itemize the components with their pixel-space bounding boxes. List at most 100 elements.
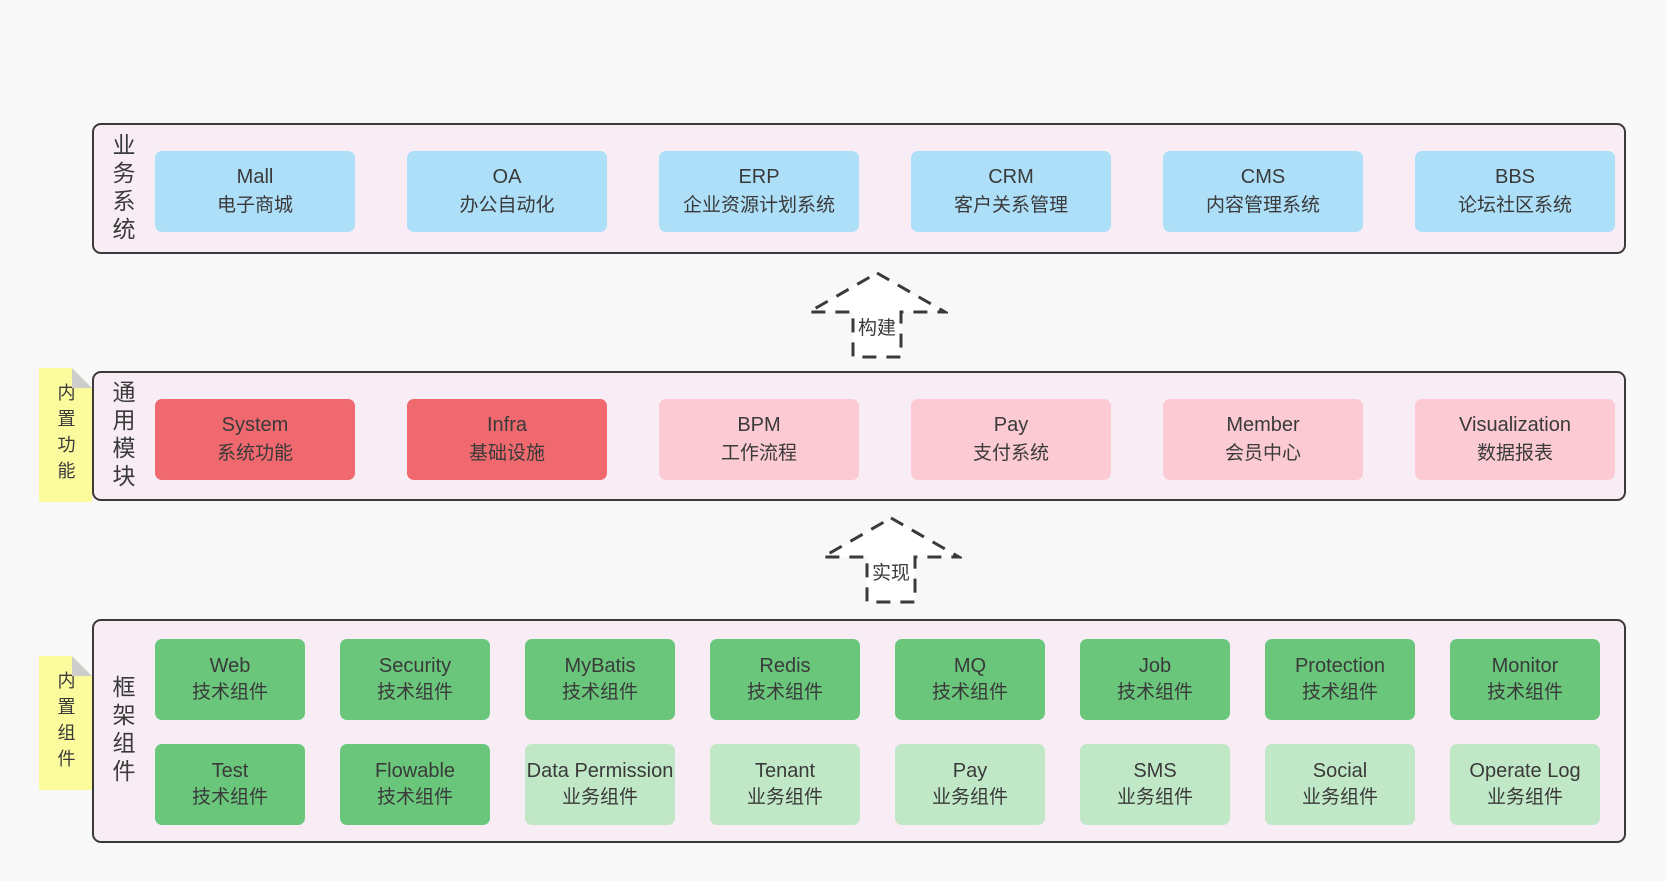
box-sms: SMS 业务组件 [1080,744,1230,825]
box-subtitle: 企业资源计划系统 [682,195,835,217]
box-pay-module: Pay 支付系统 [911,399,1111,480]
box-subtitle: 论坛社区系统 [1457,195,1572,217]
box-title: Job [1138,655,1172,678]
up-block-arrow-icon [820,516,962,604]
layer-common-modules: 通用模块 System 系统功能 Infra 基础设施 BPM 工作流程 Pay… [92,371,1626,501]
box-security: Security 技术组件 [340,639,490,720]
box-title: Infra [486,414,528,437]
box-member: Member 会员中心 [1163,399,1363,480]
box-web: Web 技术组件 [155,639,305,720]
box-subtitle: 技术组件 [1301,682,1378,704]
layer-label-text: 通用模块 [109,380,135,492]
box-subtitle: 系统功能 [216,443,293,465]
arrow-build: 构建 [806,270,948,360]
box-title: Social [1312,760,1368,783]
box-subtitle: 业务组件 [931,787,1008,809]
box-protection: Protection 技术组件 [1265,639,1415,720]
layer-label-business-systems: 业务系统 [102,125,142,252]
box-title: ERP [738,166,780,189]
box-system: System 系统功能 [155,399,355,480]
box-title: MQ [953,655,987,678]
box-subtitle: 技术组件 [376,682,453,704]
sticky-note-builtin-components: 内置组件 [39,656,92,790]
box-title: CRM [988,166,1034,189]
business-systems-row: Mall 电子商城 OA 办公自动化 ERP 企业资源计划系统 CRM 客户关系… [155,151,1615,232]
box-operate-log: Operate Log 业务组件 [1450,744,1600,825]
box-subtitle: 技术组件 [561,682,638,704]
layer-label-text: 框架组件 [109,675,135,787]
box-erp: ERP 企业资源计划系统 [659,151,859,232]
box-mall: Mall 电子商城 [155,151,355,232]
box-title: Monitor [1491,655,1559,678]
box-visualization: Visualization 数据报表 [1415,399,1615,480]
framework-components-row-2: Test 技术组件 Flowable 技术组件 Data Permission … [155,744,1600,825]
box-oa: OA 办公自动化 [407,151,607,232]
layer-framework-components: 框架组件 Web 技术组件 Security 技术组件 MyBatis 技术组件… [92,619,1626,843]
box-subtitle: 技术组件 [376,787,453,809]
box-data-permission: Data Permission 业务组件 [525,744,675,825]
up-block-arrow-icon [806,271,948,359]
box-title: Mall [236,166,274,189]
box-title: BBS [1494,166,1536,189]
folded-corner-icon [72,368,92,388]
layer-label-common-modules: 通用模块 [102,373,142,499]
box-bbs: BBS 论坛社区系统 [1415,151,1615,232]
box-bpm: BPM 工作流程 [659,399,859,480]
sticky-note-text: 内置功能 [55,383,76,487]
framework-components-row-1: Web 技术组件 Security 技术组件 MyBatis 技术组件 Redi… [155,639,1600,720]
folded-corner-icon [72,656,92,676]
box-subtitle: 业务组件 [1301,787,1378,809]
box-title: Flowable [374,760,456,783]
layer-label-framework-components: 框架组件 [102,621,142,841]
box-title: Web [209,655,251,678]
box-cms: CMS 内容管理系统 [1163,151,1363,232]
box-title: Member [1226,414,1300,437]
box-infra: Infra 基础设施 [407,399,607,480]
box-title: Test [211,760,249,783]
sticky-note-text: 内置组件 [55,671,76,775]
box-social: Social 业务组件 [1265,744,1415,825]
box-monitor: Monitor 技术组件 [1450,639,1600,720]
box-title: Redis [759,655,811,678]
box-subtitle: 业务组件 [561,787,638,809]
sticky-note-builtin-features: 内置功能 [39,368,92,502]
box-job: Job 技术组件 [1080,639,1230,720]
box-title: Protection [1294,655,1386,678]
box-subtitle: 技术组件 [1116,682,1193,704]
box-title: MyBatis [564,655,636,678]
box-mybatis: MyBatis 技术组件 [525,639,675,720]
box-subtitle: 技术组件 [1486,682,1563,704]
box-pay-component: Pay 业务组件 [895,744,1045,825]
box-subtitle: 技术组件 [191,682,268,704]
box-subtitle: 基础设施 [468,443,545,465]
layer-label-text: 业务系统 [109,132,135,245]
common-modules-row: System 系统功能 Infra 基础设施 BPM 工作流程 Pay 支付系统… [155,399,1615,480]
box-subtitle: 工作流程 [720,443,797,465]
box-title: SMS [1133,760,1177,783]
arrow-label-text: 构建 [855,318,898,339]
box-subtitle: 业务组件 [1116,787,1193,809]
arrow-implement: 实现 [820,515,962,605]
box-subtitle: 客户关系管理 [953,195,1068,217]
layer-business-systems: 业务系统 Mall 电子商城 OA 办公自动化 ERP 企业资源计划系统 CRM… [92,123,1626,254]
arrow-label: 构建 [806,313,948,340]
box-crm: CRM 客户关系管理 [911,151,1111,232]
box-subtitle: 技术组件 [746,682,823,704]
box-title: OA [492,166,522,189]
box-title: Operate Log [1469,760,1581,783]
box-subtitle: 业务组件 [1486,787,1563,809]
box-tenant: Tenant 业务组件 [710,744,860,825]
box-test: Test 技术组件 [155,744,305,825]
box-mq: MQ 技术组件 [895,639,1045,720]
box-subtitle: 技术组件 [931,682,1008,704]
box-title: Pay [993,414,1029,437]
box-redis: Redis 技术组件 [710,639,860,720]
box-subtitle: 数据报表 [1476,443,1553,465]
box-subtitle: 支付系统 [972,443,1049,465]
arrow-label: 实现 [820,558,962,585]
box-title: Security [378,655,452,678]
arrow-label-text: 实现 [869,563,912,584]
box-flowable: Flowable 技术组件 [340,744,490,825]
box-title: Tenant [754,760,816,783]
